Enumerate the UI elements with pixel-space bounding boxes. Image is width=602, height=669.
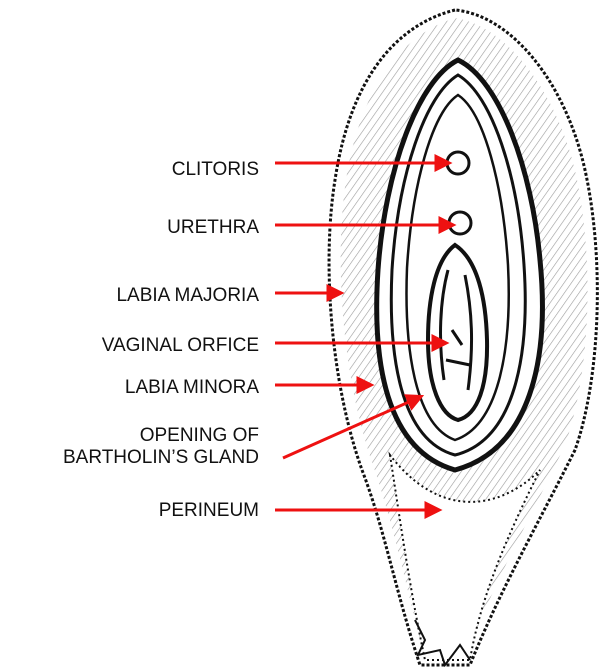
urethra-shape (449, 212, 471, 234)
label-urethra: URETHRA (167, 217, 259, 239)
label-bartholin-line1: OPENING OF (63, 425, 259, 447)
label-labia-minora: LABIA MINORA (125, 377, 259, 399)
clitoris-shape (447, 152, 469, 174)
label-bartholin-line2: BARTHOLIN’S GLAND (63, 447, 259, 469)
label-labia-majoria: LABIA MAJORIA (116, 285, 259, 307)
label-perineum: PERINEUM (159, 500, 259, 522)
label-vaginal-orfice: VAGINAL ORFICE (102, 335, 259, 357)
label-bartholin: OPENING OF BARTHOLIN’S GLAND (63, 425, 259, 469)
label-clitoris: CLITORIS (172, 159, 259, 181)
